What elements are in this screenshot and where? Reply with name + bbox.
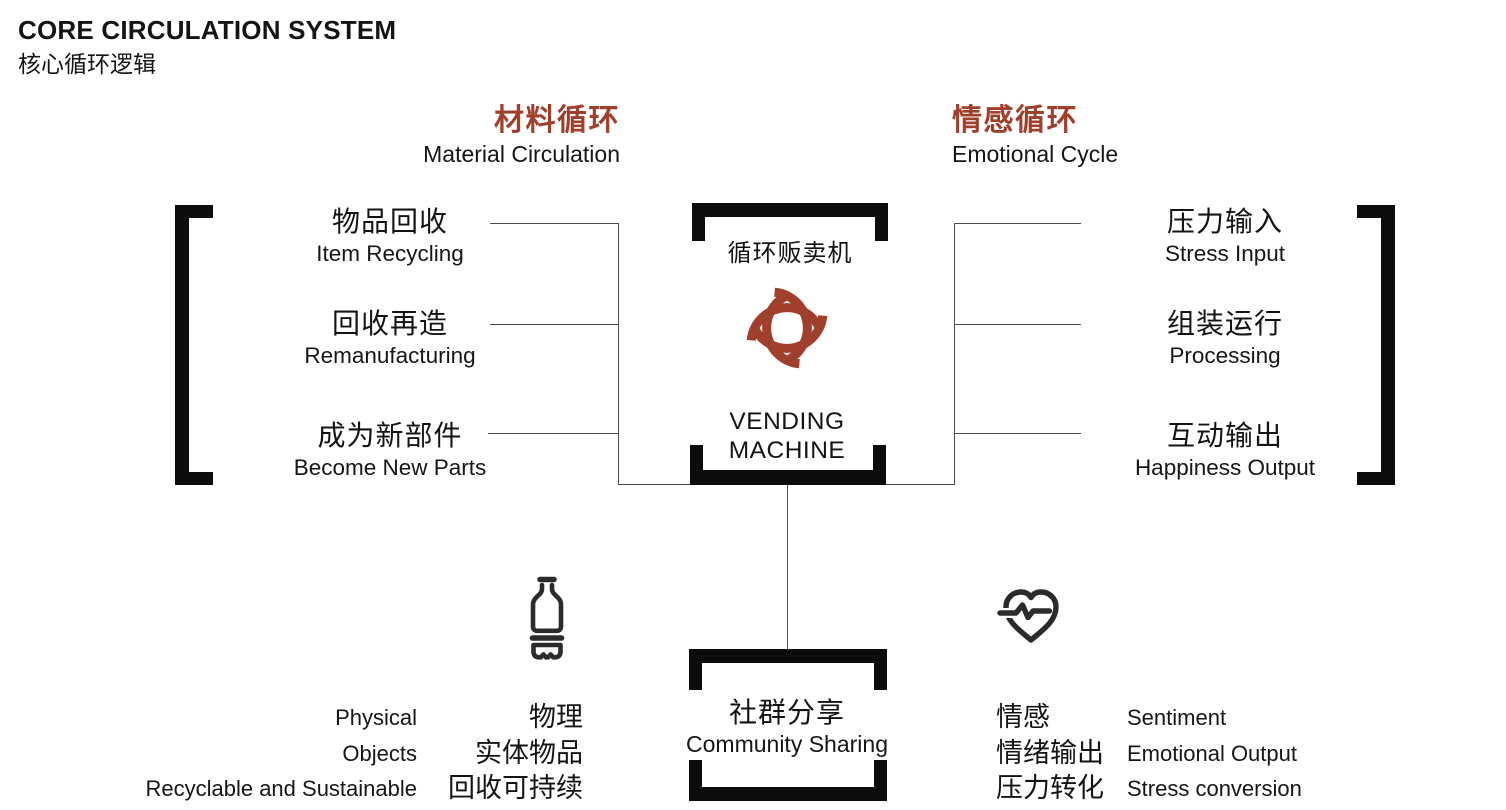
connector-community-drop <box>787 485 788 649</box>
vending-bottom-bracket <box>690 445 886 485</box>
connector-left-item3 <box>488 433 618 434</box>
emotional-header-zh: 情感循环 <box>952 104 1078 137</box>
cycle-logo-icon <box>746 287 828 369</box>
bottom-left-en-line: Objects <box>342 740 417 766</box>
bottom-right-zh-line: 压力转化 <box>996 773 1104 803</box>
item-en: Item Recycling <box>316 241 464 266</box>
page-title-block: CORE CIRCULATION SYSTEM 核心循环逻辑 <box>18 14 396 79</box>
vending-label-zh: 循环贩卖机 <box>727 240 853 267</box>
item-zh: 物品回收 <box>331 206 448 237</box>
item-en: Happiness Output <box>1134 455 1316 480</box>
bottom-left-en-line: Physical <box>335 705 417 730</box>
connector-left-item2 <box>490 324 618 325</box>
community-bottom-bracket <box>689 760 887 801</box>
emotional-item-processing: 组装运行 Processing <box>1075 307 1375 371</box>
vending-name-line2: MACHINE <box>728 437 846 464</box>
community-zh: 社群分享 <box>728 697 845 728</box>
bottle-icon <box>529 576 565 660</box>
bottom-left-zh-line: 物理 <box>529 702 583 732</box>
item-zh: 压力输入 <box>1166 206 1283 237</box>
page-title: CORE CIRCULATION SYSTEM <box>18 15 397 45</box>
bottom-right-english: Sentiment Emotional Output Stress conver… <box>1127 700 1302 807</box>
vending-name-line1: VENDING <box>729 408 845 435</box>
connector-left-vertical <box>618 223 619 485</box>
item-en: Processing <box>1169 343 1281 368</box>
community-top-bracket <box>689 649 887 690</box>
bottom-right-zh-line: 情感 <box>996 702 1050 732</box>
bottom-right-chinese: 情感 情绪输出 压力转化 <box>996 700 1104 807</box>
connector-right-vertical <box>954 223 955 485</box>
material-header-en: Material Circulation <box>423 141 620 167</box>
material-item-recycling: 物品回收 Item Recycling <box>240 205 540 269</box>
bottom-left-english: Physical Objects Recyclable and Sustaina… <box>100 700 417 807</box>
item-zh: 组装运行 <box>1166 308 1283 339</box>
right-square-bracket <box>1357 205 1395 485</box>
item-zh: 成为新部件 <box>317 420 463 451</box>
item-zh: 回收再造 <box>331 308 448 339</box>
bottom-right-en-line: Sentiment <box>1127 705 1227 730</box>
item-zh: 互动输出 <box>1166 420 1283 451</box>
community-node: 社群分享 Community Sharing <box>637 697 937 759</box>
bottom-right-en-line: Emotional Output <box>1127 740 1297 766</box>
bottom-left-zh-line: 实体物品 <box>475 737 583 768</box>
heart-pulse-icon <box>997 589 1059 643</box>
emotional-cycle-header: 情感循环 Emotional Cycle <box>952 104 1252 171</box>
connector-right-item3 <box>954 433 1081 434</box>
page-title-zh: 核心循环逻辑 <box>18 51 156 77</box>
bottom-left-zh-line: 回收可持续 <box>448 773 583 803</box>
bottom-left-en-line: Recyclable and Sustainable <box>145 776 417 801</box>
material-item-new-parts: 成为新部件 Become New Parts <box>240 419 540 483</box>
material-header-zh: 材料循环 <box>494 104 620 137</box>
connector-right-item1 <box>954 223 1081 224</box>
emotional-header-en: Emotional Cycle <box>952 141 1119 167</box>
connector-right-item2 <box>954 324 1081 325</box>
connector-left-item1 <box>490 223 618 224</box>
emotional-item-stress-input: 压力输入 Stress Input <box>1075 205 1375 269</box>
bottom-right-zh-line: 情绪输出 <box>996 737 1104 768</box>
bottom-left-chinese: 物理 实体物品 回收可持续 <box>383 700 583 807</box>
item-en: Become New Parts <box>293 455 487 480</box>
item-en: Remanufacturing <box>304 343 476 368</box>
item-en: Stress Input <box>1164 241 1286 266</box>
material-circulation-header: 材料循环 Material Circulation <box>320 104 620 171</box>
bottom-right-en-line: Stress conversion <box>1127 776 1302 801</box>
community-en: Community Sharing <box>686 731 888 757</box>
material-item-remanufacturing: 回收再造 Remanufacturing <box>240 307 540 371</box>
emotional-item-happiness-output: 互动输出 Happiness Output <box>1075 419 1375 483</box>
vending-name: VENDING MACHINE <box>687 407 887 465</box>
left-square-bracket <box>175 205 213 485</box>
vending-top-bracket <box>692 203 888 241</box>
